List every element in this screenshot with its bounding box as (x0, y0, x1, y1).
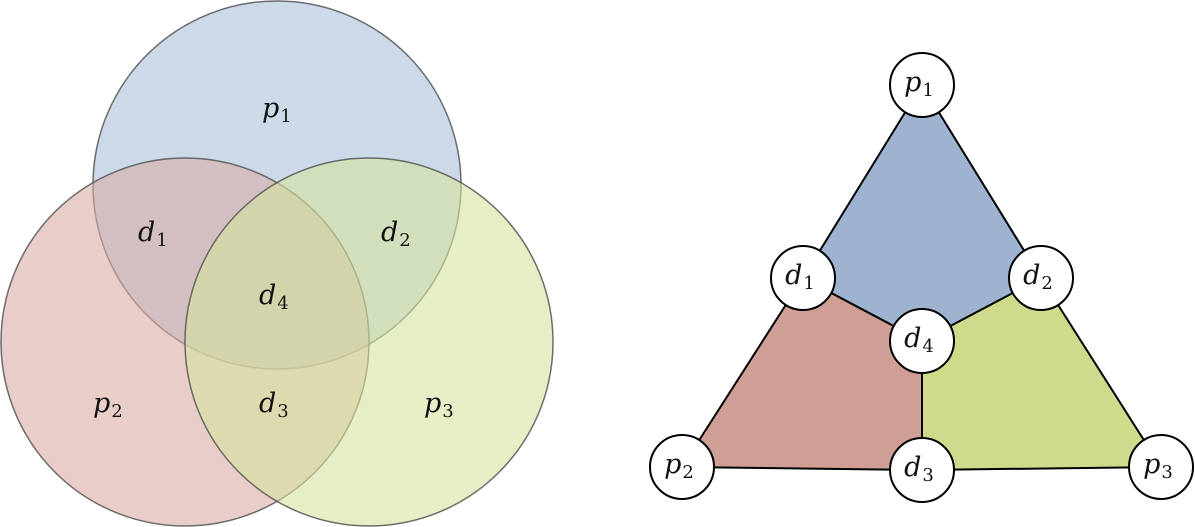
node-circle-p3 (1128, 434, 1194, 500)
node-label-d3: d3 (904, 452, 934, 486)
venn-label-p2: p2 (93, 388, 123, 422)
venn-label-d4: d4 (259, 280, 289, 314)
node-d1: d1 (770, 245, 836, 311)
region-p3 (922, 278, 1161, 470)
node-label-d4: d4 (904, 323, 934, 357)
node-label-p2: p2 (664, 449, 694, 483)
node-label-p3: p3 (1143, 449, 1173, 483)
node-circle-d2 (1008, 245, 1074, 311)
edge-d1-p2 (681, 277, 804, 468)
node-p2: p2 (649, 434, 715, 500)
edge-d3-p3 (921, 466, 1162, 471)
node-circle-p2 (649, 434, 715, 500)
node-d3: d3 (889, 437, 955, 503)
node-p3: p3 (1128, 434, 1194, 500)
edge-p1-d1 (802, 84, 923, 279)
venn-label-p3: p3 (424, 388, 454, 422)
node-d4: d4 (889, 308, 955, 374)
node-circle-d3 (889, 437, 955, 503)
region-p2 (682, 278, 922, 470)
region-p1 (803, 85, 1041, 341)
node-circle-d1 (770, 245, 836, 311)
venn-circle-p3 (184, 157, 554, 527)
edge-p2-d3 (681, 466, 923, 471)
node-p1: p1 (889, 52, 955, 118)
venn-label-d1: d1 (138, 217, 168, 251)
venn-label-d3: d3 (259, 388, 289, 422)
node-label-p1: p1 (904, 67, 934, 101)
node-circle-p1 (889, 52, 955, 118)
node-label-d1: d1 (785, 260, 815, 294)
venn-label-p1: p1 (262, 93, 292, 127)
node-label-d2: d2 (1023, 260, 1053, 294)
venn-label-d2: d2 (381, 217, 411, 251)
venn-diagram: p1 p2 p3 d1 d2 d4 d3 (0, 0, 554, 527)
edge-d2-p3 (1040, 277, 1162, 468)
node-circle-d4 (889, 308, 955, 374)
edge-p1-d2 (921, 84, 1042, 279)
node-d2: d2 (1008, 245, 1074, 311)
